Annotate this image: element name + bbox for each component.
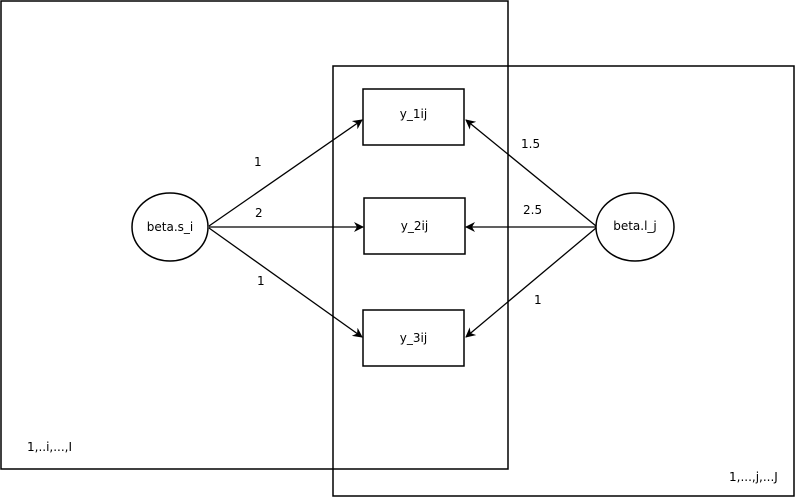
node-beta-l-label: beta.l_j: [613, 219, 657, 233]
edge-label-beta-s-y3: 1: [257, 274, 265, 288]
plate-right-label: 1,...,j,...J: [729, 470, 778, 484]
node-beta-l[interactable]: beta.l_j: [595, 192, 675, 262]
edge-label-beta-l-y2: 2.5: [523, 203, 542, 217]
edge-beta-s-to-y3: [208, 227, 363, 338]
plate-right: [332, 65, 795, 497]
node-y3-label: y_3ij: [400, 331, 427, 345]
node-beta-s-label: beta.s_i: [147, 220, 193, 234]
node-y3[interactable]: y_3ij: [362, 309, 465, 367]
node-beta-s[interactable]: beta.s_i: [131, 192, 209, 262]
edge-label-beta-l-y3: 1: [534, 293, 542, 307]
node-y1[interactable]: y_1ij: [362, 88, 465, 146]
edge-beta-s-to-y1: [208, 119, 363, 227]
edge-beta-l-to-y1: [465, 119, 597, 227]
edge-beta-l-to-y3: [465, 227, 597, 338]
edge-label-beta-l-y1: 1.5: [521, 137, 540, 151]
edge-label-beta-s-y2: 2: [255, 206, 263, 220]
plate-left: [0, 0, 509, 470]
node-y1-label: y_1ij: [400, 107, 427, 121]
node-y2[interactable]: y_2ij: [363, 197, 466, 255]
plate-left-label: 1,..i,...,I: [27, 440, 72, 454]
edge-label-beta-s-y1: 1: [254, 155, 262, 169]
node-y2-label: y_2ij: [401, 219, 428, 233]
